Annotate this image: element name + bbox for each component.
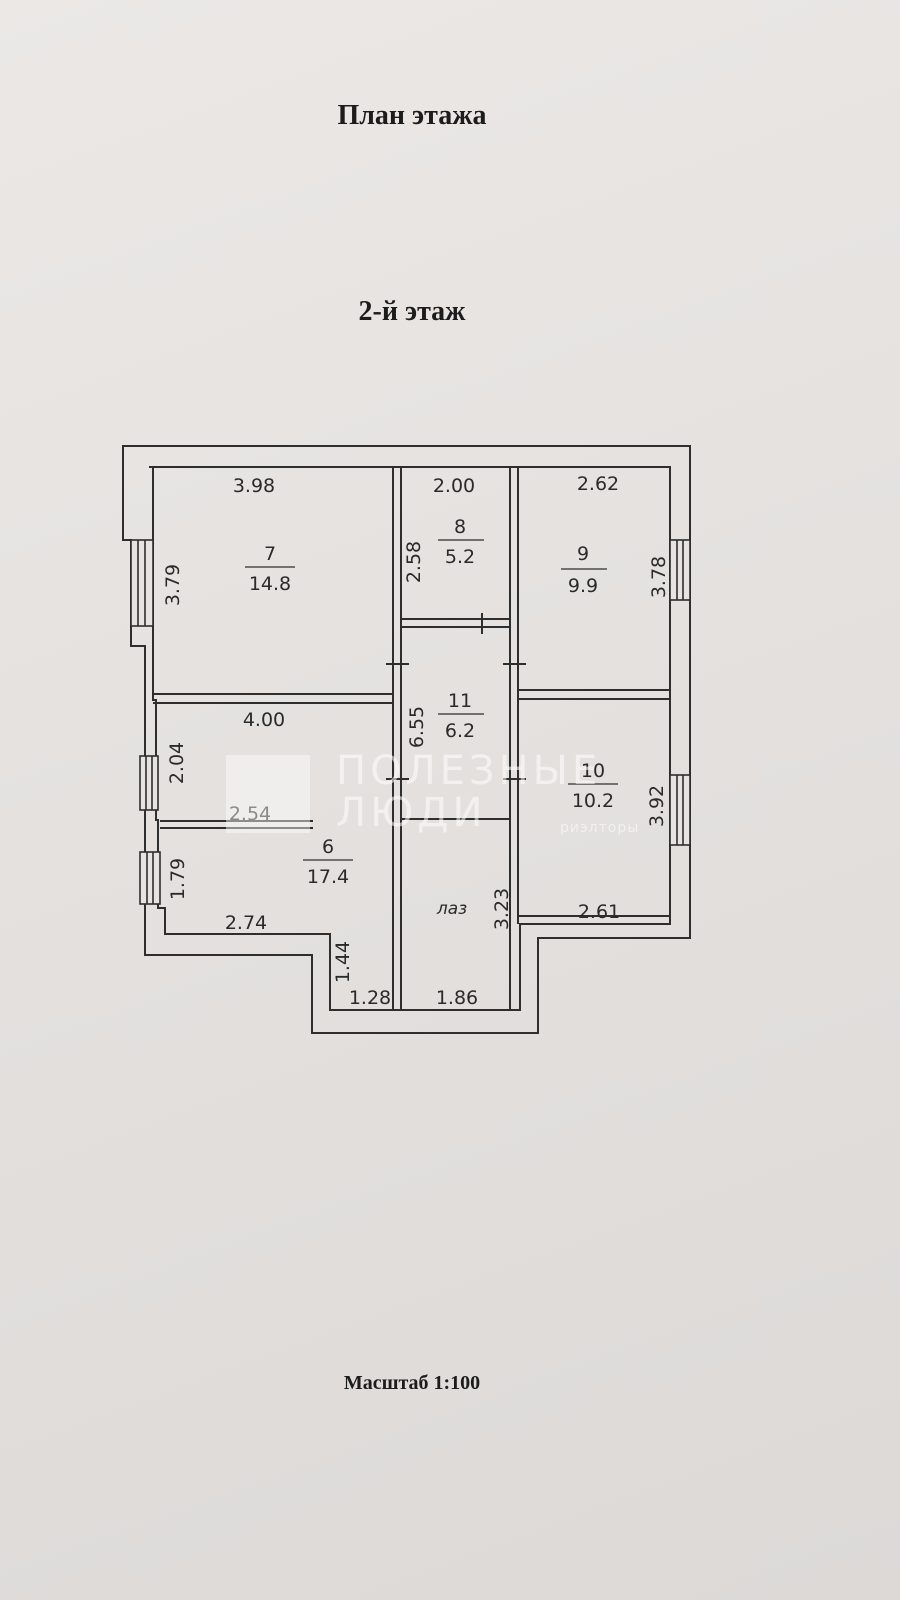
room-11-number: 11 [448, 690, 472, 712]
dim-r6-top-width: 4.00 [243, 709, 285, 731]
watermark-logo-icon [226, 755, 310, 833]
dim-r10-width: 2.61 [578, 901, 620, 923]
dim-r7-width: 3.98 [233, 475, 275, 497]
dim-r6-partition: 2.54 [229, 803, 271, 825]
windows [130, 539, 691, 905]
room-8-number: 8 [454, 516, 466, 538]
laz-label: лаз [436, 899, 467, 919]
room-9-area: 9.9 [568, 575, 598, 597]
dimension-labels: 3.98 2.00 2.62 4.00 2.54 2.74 1.28 1.86 … [162, 473, 670, 1009]
watermark-line1: ПОЛЕЗНЫЕ [336, 748, 602, 794]
watermark-line2: ЛЮДИ [336, 790, 487, 836]
dim-r6-side-b: 1.79 [167, 858, 189, 900]
dim-r8-height: 2.58 [403, 541, 425, 583]
dim-r7-height: 3.79 [162, 564, 184, 606]
room-9-number: 9 [577, 543, 589, 565]
dim-r8-width: 2.00 [433, 475, 475, 497]
door-marks [386, 613, 526, 780]
room-6-label: 6 17.4 [303, 836, 353, 888]
dim-r10-height: 3.92 [646, 785, 668, 827]
dim-r11-height: 6.55 [406, 706, 428, 748]
room-8-area: 5.2 [445, 546, 475, 568]
dim-r6-step-w: 1.28 [349, 987, 391, 1009]
floor-label: 2-й этаж [358, 296, 466, 327]
dim-r6-step-h: 1.44 [332, 941, 354, 983]
dim-r9-width: 2.62 [577, 473, 619, 495]
room-7-number: 7 [264, 543, 276, 565]
page-title: План этажа [337, 100, 487, 131]
room-8-label: 8 5.2 [438, 516, 484, 568]
room-11-area: 6.2 [445, 720, 475, 742]
dim-r6-bottom: 2.74 [225, 912, 267, 934]
room-7-label: 7 14.8 [245, 543, 295, 595]
dim-laz-height: 3.23 [491, 888, 513, 930]
room-6-number: 6 [322, 836, 334, 858]
room-10-label: 10 10.2 [568, 760, 618, 812]
dim-r9-height: 3.78 [648, 556, 670, 598]
walls [122, 445, 691, 1034]
room-7-area: 14.8 [249, 573, 291, 595]
room-10-number: 10 [581, 760, 605, 782]
room-10-area: 10.2 [572, 790, 614, 812]
dim-laz-width: 1.86 [436, 987, 478, 1009]
room-9-label: 9 9.9 [561, 543, 607, 597]
room-6-area: 17.4 [307, 866, 349, 888]
room-11-label: 11 6.2 [438, 690, 484, 742]
scale-label: Масштаб 1:100 [343, 1372, 481, 1394]
watermark-sub: риэлторы [560, 820, 640, 836]
dim-r6-side-a: 2.04 [166, 742, 188, 784]
